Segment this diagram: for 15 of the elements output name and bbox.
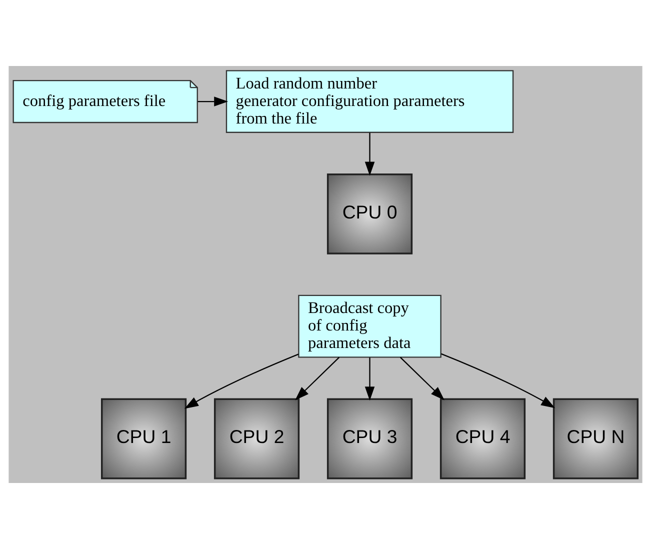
- node-box: CPU 0: [326, 172, 413, 254]
- arrow: [364, 132, 375, 176]
- arrow: [400, 356, 444, 400]
- arrow: [198, 96, 228, 106]
- arrow: [364, 357, 375, 400]
- arrow: [184, 353, 299, 408]
- node-box: Load random number generator configuration parameters from the file: [226, 70, 514, 132]
- node-box: Broadcast copy of config parameters data: [298, 294, 442, 358]
- node-box: CPU 4: [440, 398, 526, 479]
- node-box: CPU 1: [100, 398, 187, 479]
- node-box: CPU N: [552, 398, 639, 479]
- node-box: CPU 3: [326, 398, 413, 479]
- arrow: [440, 352, 556, 408]
- node-box: CPU 2: [214, 398, 300, 479]
- arrow: [295, 356, 340, 400]
